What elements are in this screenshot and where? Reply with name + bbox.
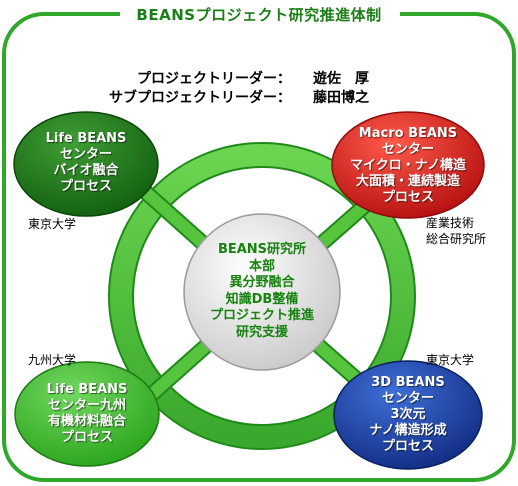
sub-project-leader-label: サブプロジェクトリーダー：: [109, 90, 291, 106]
node-bottom-left-shape: [14, 361, 160, 467]
node-top-right-line: プロセス: [381, 190, 434, 205]
center-hub: [183, 213, 341, 371]
node-top-left-shape: [13, 111, 159, 217]
node-top-left-line: プロセス: [59, 179, 112, 194]
center-line: 本部: [248, 258, 275, 274]
node-top-left-line: Life BEANS: [45, 131, 127, 146]
node-bottom-right-line: センター: [381, 391, 434, 406]
node-bottom-left-line: センター九州: [47, 398, 126, 413]
center-line: BEANS研究所: [217, 242, 307, 257]
center-line: プロジェクト推進: [209, 308, 314, 323]
node-bottom-left-line: 有機材料融合: [47, 414, 126, 429]
node-bottom-left-line: Life BEANS: [46, 382, 128, 397]
institution-top-left: 東京大学: [28, 217, 77, 231]
institution-top-right: 産業技術 総合研究所: [426, 215, 486, 247]
node-bottom-right: 3D BEANS センター 3次元 ナノ構造形成 プロセス: [334, 375, 482, 455]
node-top-left-line: バイオ融合: [53, 163, 119, 178]
node-bottom-right-shape: [333, 360, 483, 470]
project-leader-label: プロジェクトリーダー：: [137, 71, 291, 87]
node-top-right: Macro BEANS センター マイクロ・ナノ構造 大面積・連続製造 プロセス: [332, 126, 484, 206]
institution-top-right-line: 総合研究所: [426, 232, 487, 246]
node-top-right-line: 大面積・連続製造: [355, 174, 460, 189]
center-line: 知識DB整備: [225, 291, 299, 307]
node-top-right-line: Macro BEANS: [358, 126, 458, 141]
node-bottom-right-line: プロセス: [381, 439, 434, 454]
node-top-right-line: センター: [381, 142, 434, 157]
node-bottom-left: Life BEANS センター九州 有機材料融合 プロセス: [15, 382, 159, 446]
node-bottom-right-line: ナノ構造形成: [369, 423, 447, 438]
center-line: 異分野融合: [229, 275, 295, 290]
institution-bottom-left: 九州大学: [28, 353, 77, 367]
center-line: 研究支援: [235, 324, 288, 340]
node-top-left-line: センター: [59, 147, 112, 162]
institution-bottom-right: 東京大学: [426, 353, 475, 367]
center-hub-text: BEANS研究所 本部 異分野融合 知識DB整備 プロジェクト推進 研究支援: [192, 242, 332, 341]
node-bottom-left-line: プロセス: [60, 430, 113, 445]
diagram-title: BEANSプロジェクト研究推進体制: [136, 6, 382, 24]
node-bottom-right-line: 3D BEANS: [371, 375, 445, 390]
institution-top-right-line: 産業技術: [426, 216, 475, 230]
node-top-left: Life BEANS センター バイオ融合 プロセス: [14, 131, 158, 195]
title-gap: [120, 8, 400, 22]
project-leader-name: 遊佐 厚: [313, 71, 369, 87]
sub-project-leader-name: 藤田博之: [313, 90, 369, 106]
node-bottom-right-line: 3次元: [390, 407, 426, 422]
outer-ring-fill: [110, 144, 414, 448]
node-top-right-line: マイクロ・ナノ構造: [349, 158, 467, 173]
node-top-right-shape: [331, 111, 485, 219]
